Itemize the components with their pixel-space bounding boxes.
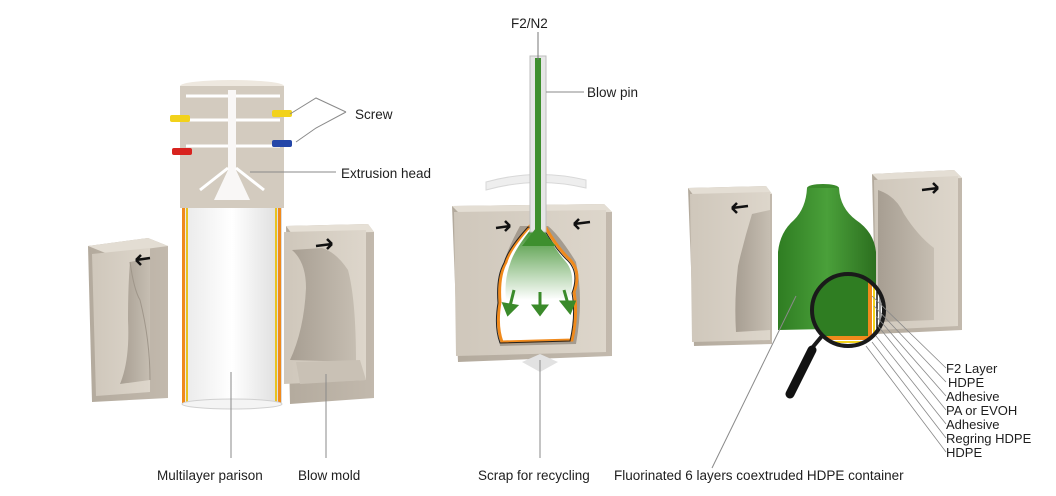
- label-screw: Screw: [355, 107, 393, 122]
- label-container: Fluorinated 6 layers coextruded HDPE con…: [614, 468, 904, 483]
- layer-item: PA or EVOH: [946, 403, 1018, 418]
- layer-item: Regring HDPE: [946, 431, 1032, 446]
- stage-3-container: [688, 170, 962, 469]
- screw-red: [172, 148, 192, 155]
- multilayer-parison-tube: [181, 208, 283, 410]
- leader-container: [711, 295, 797, 469]
- screw-yellow-right: [272, 110, 292, 117]
- blow-pin: [522, 55, 556, 246]
- layer-item: HDPE: [946, 445, 983, 460]
- layer-item: HDPE: [948, 375, 985, 390]
- leader-screw: [289, 97, 347, 143]
- screw-blue: [272, 140, 292, 147]
- layer-item: Adhesive: [946, 417, 1000, 432]
- left-mold-half-3: [688, 186, 772, 346]
- layer-item: F2 Layer: [946, 361, 998, 376]
- label-gas: F2/N2: [511, 16, 548, 31]
- screw-yellow-left: [170, 115, 190, 122]
- stage-1-extrusion: [88, 80, 374, 458]
- label-extrusion-head: Extrusion head: [341, 166, 432, 181]
- label-blow-pin: Blow pin: [587, 85, 639, 100]
- right-mold-half-1: [284, 224, 374, 404]
- extrusion-head: [180, 80, 284, 208]
- label-multilayer-parison: Multilayer parison: [157, 468, 263, 483]
- arrow-right-icon: [315, 238, 333, 250]
- blow-arrows: [501, 289, 577, 317]
- arrow-right-icon: [921, 182, 939, 194]
- arrow-left-icon: [731, 202, 749, 214]
- layer-item: Adhesive: [946, 389, 1000, 404]
- label-scrap: Scrap for recycling: [478, 468, 590, 483]
- label-blow-mold: Blow mold: [298, 468, 361, 483]
- layer-leaders: [865, 295, 947, 453]
- arrow-right-icon: [495, 220, 511, 232]
- right-mold-half-3: [872, 170, 962, 334]
- arrow-left-icon: [135, 254, 151, 266]
- stage-2-blowing: [452, 32, 612, 458]
- arrow-left-icon: [573, 218, 591, 230]
- left-mold-half-1: [88, 238, 168, 402]
